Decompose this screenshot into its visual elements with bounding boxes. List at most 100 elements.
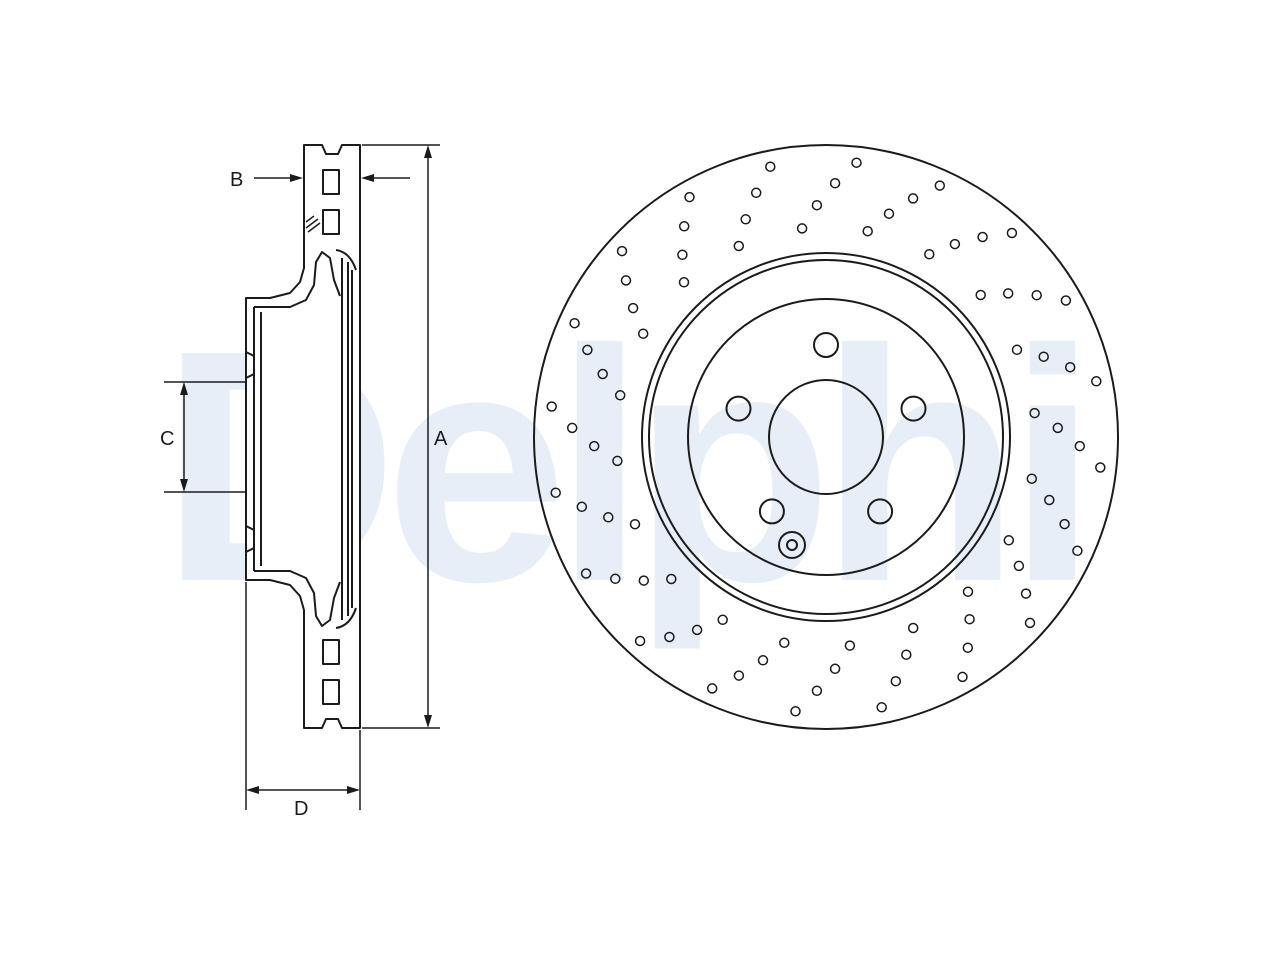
drilled-hole [546,401,557,412]
dimension-label-b: B [230,169,243,191]
drilled-hole [638,575,650,586]
drilled-hole [977,231,988,243]
drilled-hole [678,277,690,288]
hub-step-bottom [245,525,255,553]
bolt-hole [900,395,927,422]
drilled-hole [796,223,808,234]
drilled-hole [1052,422,1064,434]
drilled-hole [576,501,588,513]
drilled-hole [907,622,919,634]
drilled-hole [1011,344,1023,356]
dimension-lines [164,144,440,810]
disc-outer-edge [533,144,1119,730]
hat-inner-line [254,251,341,308]
vent-slot [322,639,340,665]
drilled-hole [829,663,841,675]
drilled-hole [1095,462,1106,473]
bolt-hole [867,498,894,525]
drilled-hole [757,655,769,666]
drilled-hole [907,193,919,204]
drilled-hole [678,221,690,232]
drilled-hole [677,249,688,261]
drilled-hole [610,573,621,585]
hat-inner-line-lower [254,570,341,627]
drilled-hole [588,440,600,452]
drilled-hole [664,631,675,643]
drilled-hole [765,161,776,172]
drilled-hole [634,635,646,647]
drilled-hole [779,637,790,649]
drilled-hole [811,199,823,211]
drilled-hole [569,317,580,329]
ring-curve-top [335,249,357,271]
drilled-hole [924,248,935,260]
drilled-hole [962,642,974,653]
drilled-hole [684,191,695,203]
drilled-hole [740,214,751,225]
center-bore [768,379,884,495]
hub-step-top [245,351,255,379]
drilled-hole [975,289,986,301]
disc-front-view [533,144,1119,730]
bolt-holes [725,332,927,525]
dimension-label-a: A [434,428,448,450]
hat-face-edge [687,298,965,576]
drilled-hole [829,177,841,189]
section-outline [245,144,361,729]
drilled-hole [717,614,728,626]
drilled-hole [1024,617,1036,629]
drilled-hole [949,238,961,250]
bolt-hole [813,332,839,358]
drilled-hole [666,573,677,585]
vent-slot [322,679,340,705]
locator-hole-outer [778,531,806,559]
dimension-label-c: C [160,428,174,450]
drilled-hole [1006,227,1018,239]
drilled-hole [962,586,974,597]
bolt-hole [758,498,785,525]
drilled-hole [620,275,632,286]
vent-slot [322,209,340,235]
drilled-hole [790,706,801,717]
vent-slot [322,169,340,195]
drilled-hole [876,702,887,713]
drilled-hole [844,640,856,651]
drilled-hole [1072,545,1083,557]
drilled-hole [750,187,762,199]
drilled-hole [1031,289,1042,301]
disc-section-view [245,144,361,729]
ring-curve-bottom [335,607,357,629]
drilled-hole [616,245,628,257]
drilled-holes [546,157,1106,717]
drilled-hole [1029,407,1040,419]
drilled-hole [566,422,578,434]
drilled-hole [1091,376,1102,387]
drilled-hole [733,670,745,681]
friction-ring-inner-edge [641,252,1011,622]
drilled-hole [890,675,902,687]
drilled-hole [1013,560,1025,572]
drilled-hole [1059,518,1070,530]
locator-hole-inner [786,539,798,551]
drilled-hole [851,157,862,168]
drilled-hole [582,344,593,356]
drilled-hole [1002,288,1014,299]
drilled-hole [901,649,912,660]
drilled-hole [733,240,745,252]
drilled-hole [957,671,968,683]
bolt-hole [725,395,752,422]
drilled-hole [629,518,641,530]
drilled-hole [580,568,592,579]
drilled-hole [964,613,975,625]
drilled-hole [627,302,639,314]
drilled-hole [934,180,946,191]
drilled-hole [1026,473,1038,484]
drilled-hole [706,683,718,694]
drilled-hole [1038,351,1049,362]
section-hatch [305,215,321,233]
drilled-hole [862,225,873,237]
drilled-hole [811,685,823,697]
drilled-hole [550,487,561,498]
drilled-hole [1060,295,1072,306]
